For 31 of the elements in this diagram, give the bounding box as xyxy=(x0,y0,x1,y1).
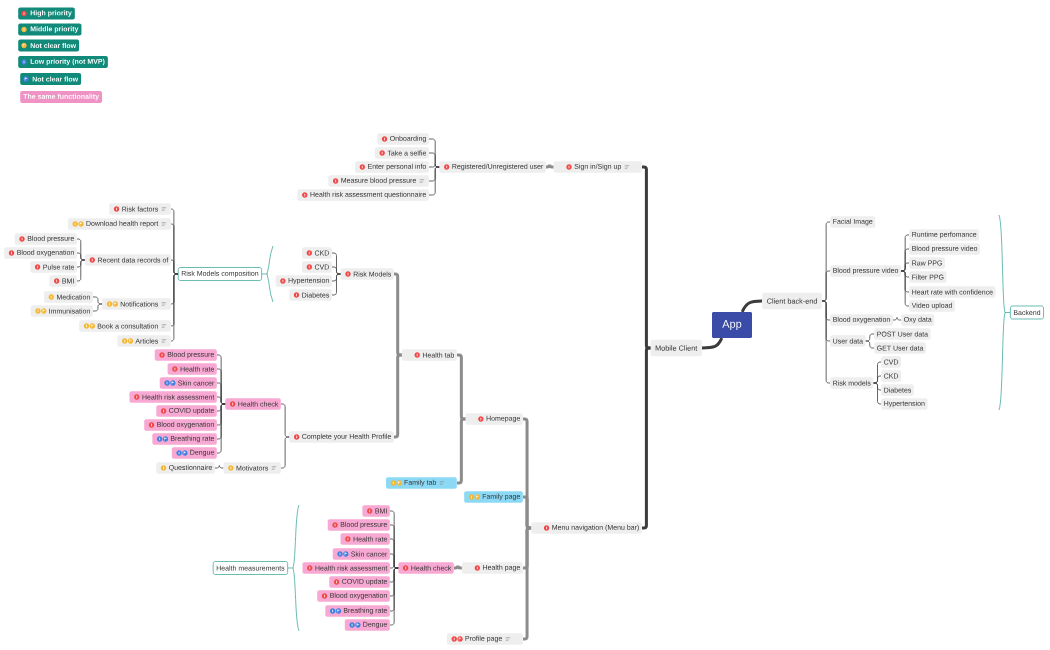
branch-line xyxy=(92,303,103,312)
branch-line xyxy=(892,317,902,321)
branch-line xyxy=(522,526,532,641)
branch-line xyxy=(331,266,341,275)
branch-line xyxy=(214,465,224,469)
branch-line xyxy=(702,337,724,350)
branch-line xyxy=(331,273,341,296)
branch-line xyxy=(280,436,290,469)
branch-line xyxy=(865,333,875,342)
branch-line xyxy=(170,273,179,342)
branch-line xyxy=(873,375,882,384)
branch-line xyxy=(76,259,86,282)
branch-line xyxy=(641,165,651,350)
central-topic-box: App xyxy=(712,312,752,338)
branch-line xyxy=(900,270,910,307)
branch-line xyxy=(865,340,875,349)
branch-line xyxy=(428,166,440,196)
branch-line xyxy=(453,564,462,570)
branch-line xyxy=(545,163,554,169)
branch-line xyxy=(740,299,763,313)
branch-line xyxy=(821,300,831,384)
branch-line xyxy=(428,164,440,168)
branch-line xyxy=(456,353,466,421)
branch-line xyxy=(873,382,882,405)
branch-line xyxy=(456,417,466,485)
branch-line xyxy=(216,403,226,454)
branch-line xyxy=(393,272,402,357)
branch-line xyxy=(389,567,399,626)
branch-line xyxy=(641,346,651,530)
branch-line xyxy=(522,495,532,530)
branch-line xyxy=(393,353,402,439)
